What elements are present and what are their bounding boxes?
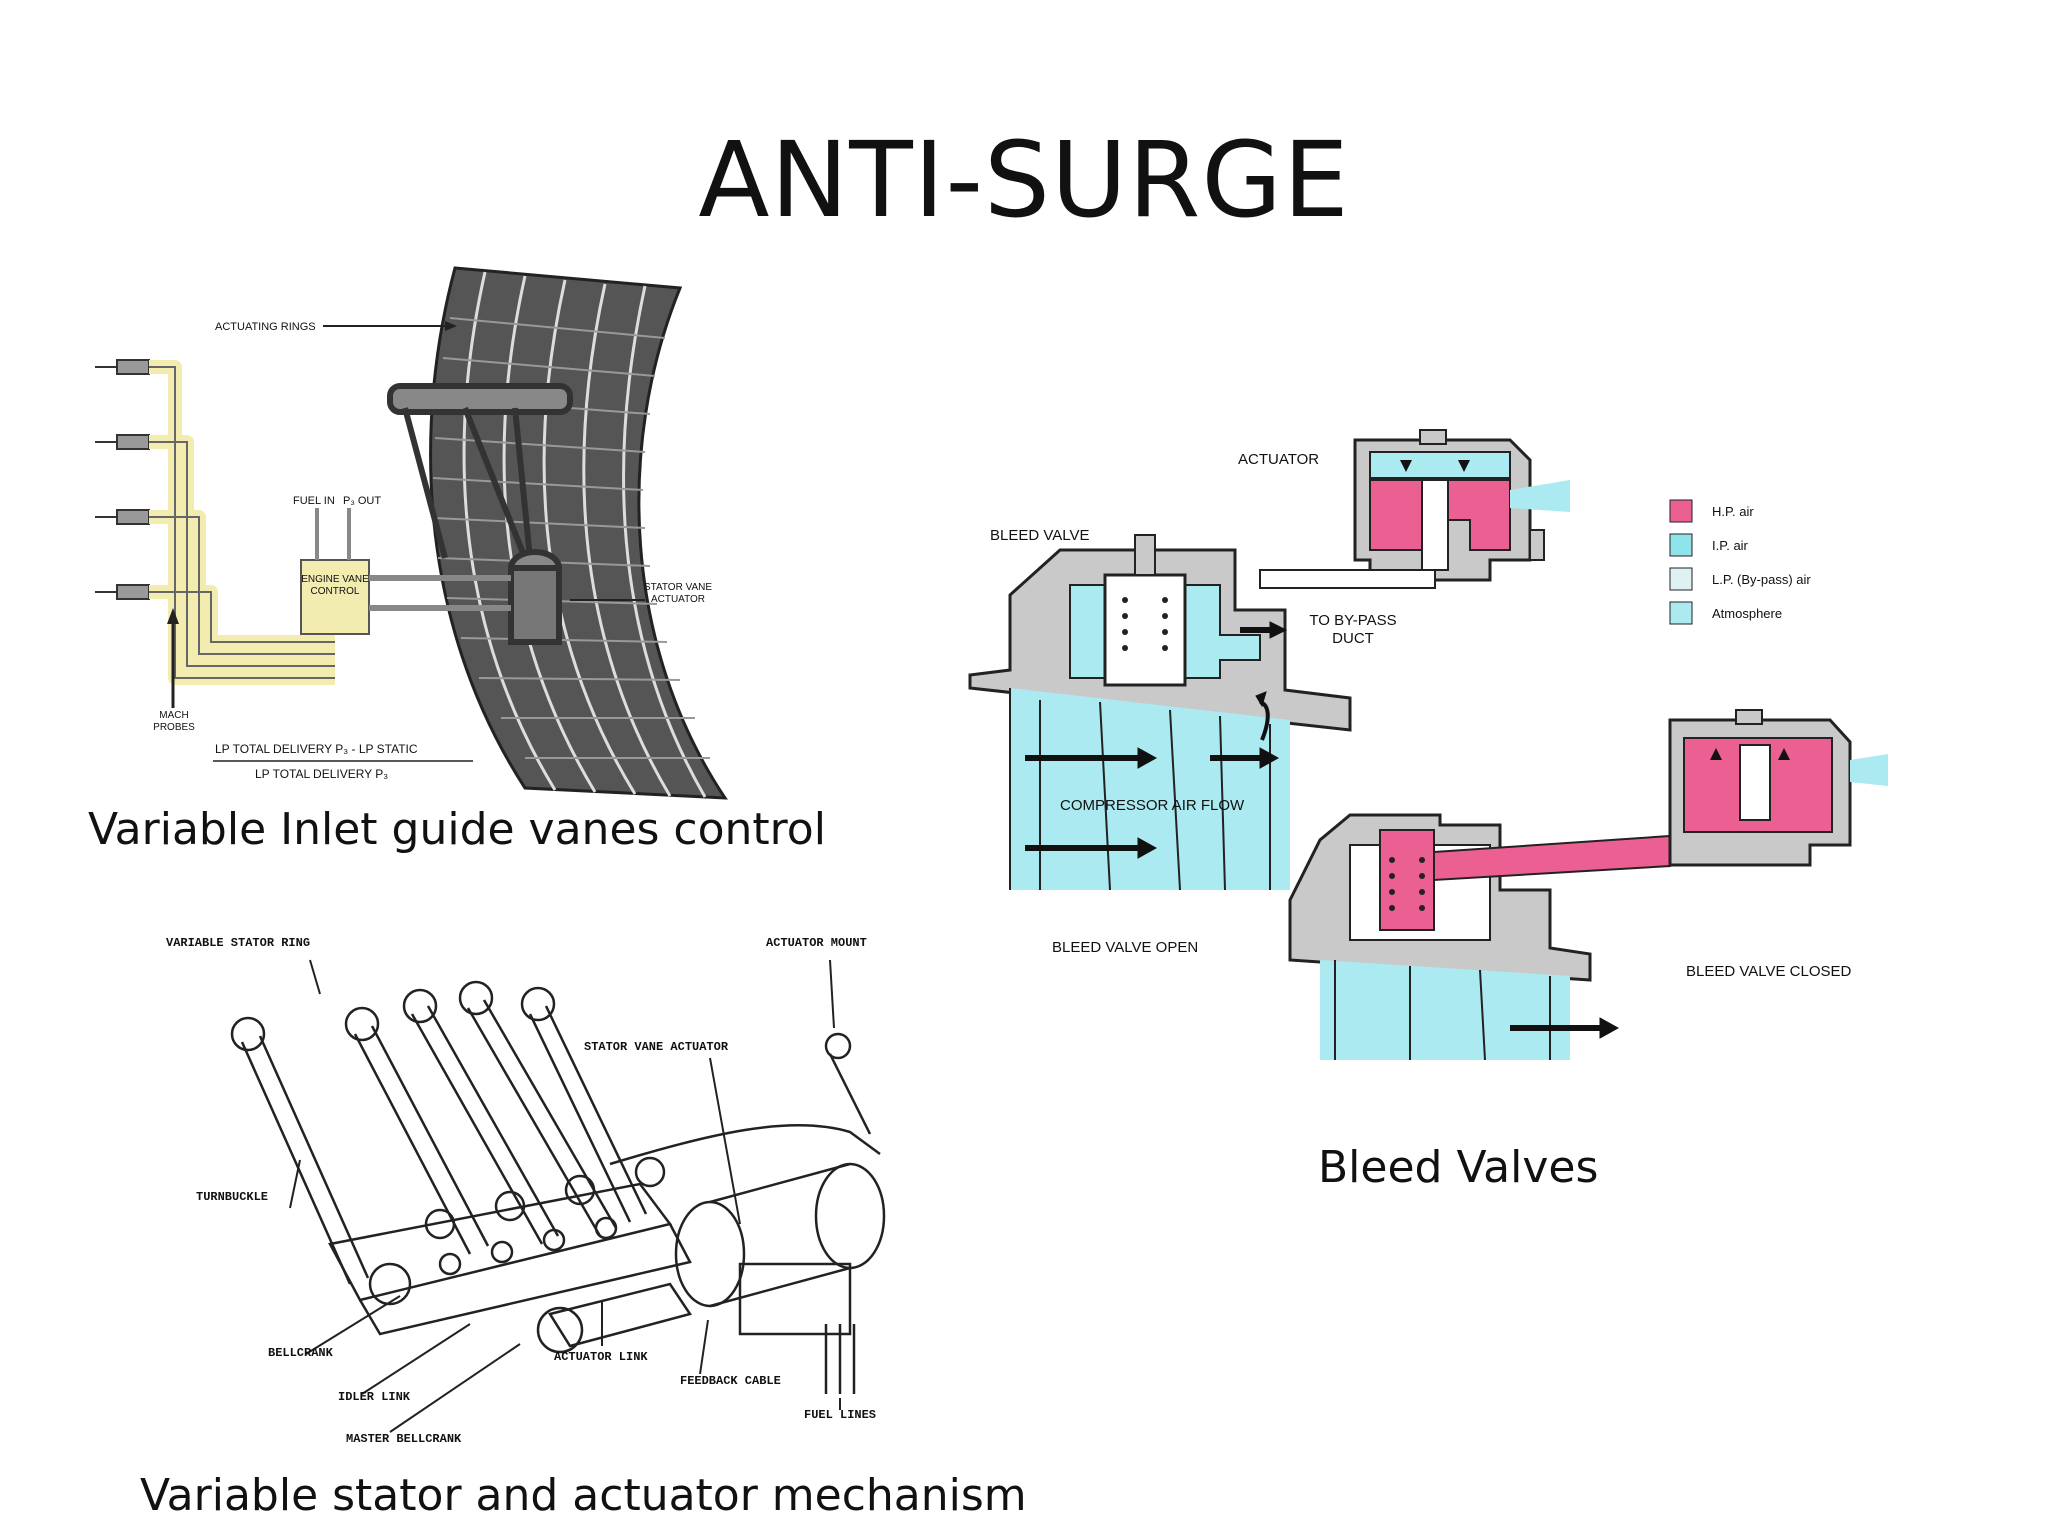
legend-swatch-hp bbox=[1669, 499, 1693, 523]
legend-label-lp: L.P. (By-pass) air bbox=[1712, 572, 1811, 587]
flow-arrows bbox=[1025, 621, 1620, 1039]
label-fuel-lines: FUEL LINES bbox=[804, 1408, 876, 1422]
label-bleed-valve-closed: BLEED VALVE CLOSED bbox=[1686, 963, 1852, 980]
label-idler-link: IDLER LINK bbox=[338, 1390, 411, 1404]
legend-swatch-lp bbox=[1669, 567, 1693, 591]
legend-swatch-atmosphere bbox=[1669, 601, 1693, 625]
label-stator-vane-actuator: STATOR VANE ACTUATOR bbox=[643, 582, 713, 605]
label-bleed-valve: BLEED VALVE bbox=[990, 527, 1090, 544]
engine-vane-control-box bbox=[300, 559, 370, 635]
stator-caption: Variable stator and actuator mechanism bbox=[140, 1470, 1027, 1521]
legend-label-atmosphere: Atmosphere bbox=[1712, 606, 1782, 621]
legend-swatch-ip bbox=[1669, 533, 1693, 557]
label-actuator-mount: ACTUATOR MOUNT bbox=[766, 936, 867, 950]
bleed-valve-open-assembly bbox=[968, 534, 1352, 891]
bleed-caption: Bleed Valves bbox=[1318, 1142, 1599, 1193]
compressor-vane-casing bbox=[429, 266, 728, 800]
actuator-rods bbox=[387, 383, 573, 645]
label-feedback-cable: FEEDBACK CABLE bbox=[680, 1374, 781, 1388]
mach-probes bbox=[95, 359, 150, 600]
legend-label-hp: H.P. air bbox=[1712, 504, 1754, 519]
actuator-top-closed bbox=[1668, 709, 1888, 867]
label-mach-probes: MACH PROBES bbox=[153, 710, 195, 733]
label-stator-vane-actuator-2: STATOR VANE ACTUATOR bbox=[584, 1040, 729, 1054]
igv-control-diagram: ACTUATING RINGS FUEL IN P₃ OUT ENGINE VA… bbox=[95, 258, 745, 800]
label-variable-stator-ring: VARIABLE STATOR RING bbox=[166, 936, 310, 950]
label-actuator-link: ACTUATOR LINK bbox=[554, 1350, 648, 1364]
label-to-bypass-duct: TO BY-PASS DUCT bbox=[1309, 612, 1397, 647]
formula-denominator: LP TOTAL DELIVERY P₃ bbox=[255, 767, 388, 781]
legend-label-ip: I.P. air bbox=[1712, 538, 1749, 553]
actuator-top-open bbox=[1259, 429, 1570, 589]
formula-numerator: LP TOTAL DELIVERY P₃ - LP STATIC bbox=[215, 742, 418, 756]
label-turnbuckle: TURNBUCKLE bbox=[196, 1190, 268, 1204]
label-master-bellcrank: MASTER BELLCRANK bbox=[346, 1432, 462, 1446]
stator-mechanism-diagram: VARIABLE STATOR RING ACTUATOR MOUNT STAT… bbox=[150, 924, 910, 1460]
bleed-valve-closed-assembly bbox=[1288, 813, 1671, 1061]
label-p3-out: P₃ OUT bbox=[343, 495, 381, 507]
igv-caption: Variable Inlet guide vanes control bbox=[88, 804, 826, 855]
label-actuating-rings: ACTUATING RINGS bbox=[215, 321, 316, 333]
legend: H.P. air I.P. air L.P. (By-pass) air Atm… bbox=[1669, 499, 1811, 625]
label-engine-vane-control: ENGINE VANE CONTROL bbox=[301, 574, 369, 597]
slide-title: ANTI-SURGE bbox=[698, 119, 1350, 241]
label-actuator: ACTUATOR bbox=[1238, 451, 1319, 468]
label-compressor-air-flow: COMPRESSOR AIR FLOW bbox=[1060, 797, 1245, 814]
label-bleed-valve-open: BLEED VALVE OPEN bbox=[1052, 939, 1198, 956]
label-fuel-in: FUEL IN bbox=[293, 495, 335, 507]
bleed-valves-diagram: H.P. air I.P. air L.P. (By-pass) air Atm… bbox=[968, 420, 1910, 1061]
label-bellcrank: BELLCRANK bbox=[268, 1346, 334, 1360]
